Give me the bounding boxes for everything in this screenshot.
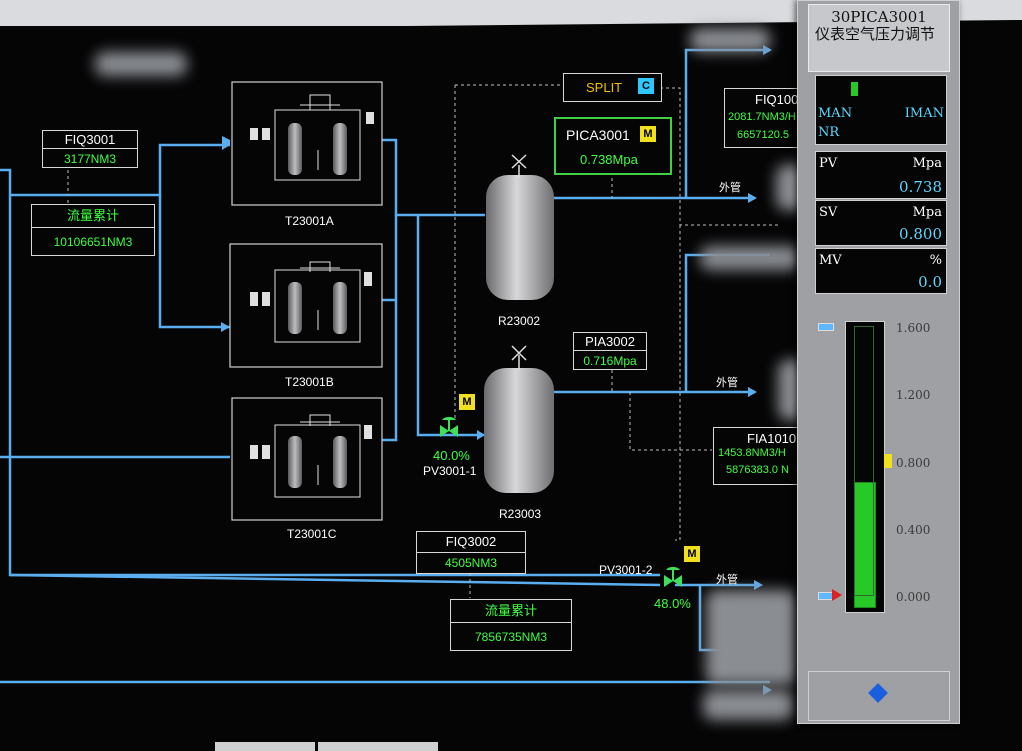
pv3001-2-output: 48.0% [654,596,691,611]
mode-iman[interactable]: IMAN [904,106,944,121]
faceplate-footer [808,671,950,721]
sv-unit: Mpa [912,205,942,220]
hi-limit-marker [818,323,834,331]
pipe-to-r23003 [416,215,485,437]
fiq100-total: 6657120.5 [737,129,789,141]
pipe-inlet-b [158,195,230,329]
vessel-r23002 [486,154,554,300]
fiq100-rate: 2081.7NM3/H [728,111,796,123]
r23002-label: R23002 [498,314,541,328]
train-box-b [229,243,383,368]
outlet-label-2: 外管 [716,377,738,389]
faceplate-mv-row[interactable]: MV % 0.0 [815,248,947,294]
pia3002-tag[interactable]: PIA3002 0.716Mpa [573,332,647,370]
sv-label: SV [819,205,838,220]
fiq3001-name: FIQ3001 [43,131,137,149]
valve-pv3001-1 [440,416,458,437]
pipe-outlet-a [382,138,485,217]
faceplate-tag: 30PICA3001 [831,8,927,26]
scale-1600: 1.600 [896,321,931,335]
fia-rate: 1453.8NM3/H [718,447,786,459]
pv3001-1-output: 40.0% [433,448,470,463]
fiq3002-value: 4505NM3 [444,556,498,570]
redacted-label [706,590,796,685]
redacted-label [690,28,770,52]
outlet-label-3: 外管 [716,574,738,586]
split-mode-badge: C [638,78,654,94]
train-a-internals [250,94,374,181]
train-a-tag: T23001A [285,214,334,228]
train-c-tag: T23001C [287,527,337,541]
train-c-internals [250,414,372,498]
fia-total: 5876383.0 N [726,464,789,476]
pica3001-tag[interactable]: PICA3001 M 0.738Mpa [554,117,672,175]
total2-name: 流量累计 [451,600,571,623]
faceplate-desc: 仪表空气压力调节 [815,25,936,43]
faceplate-mode-panel[interactable]: MAN IMAN NR [815,75,947,145]
r23003-label: R23003 [499,507,542,521]
diamond-icon[interactable] [868,683,888,703]
faceplate-pica3001[interactable]: 30PICA3001 仪表空气压力调节 MAN IMAN NR PV Mpa 0… [797,0,960,724]
mode-man[interactable]: MAN [818,106,853,121]
mv-unit: % [929,253,942,268]
fiq100-tag[interactable]: FIQ100 2081.7NM3/H 6657120.5 [724,88,809,148]
pipe-inlet-a [10,143,230,197]
pv3001-1-mode-badge[interactable]: M [459,394,475,410]
pica3001-value: 0.738Mpa [580,152,638,167]
valve-pv3001-2 [664,566,682,587]
pica3001-mode-badge: M [640,126,656,142]
faceplate-header: 30PICA3001 仪表空气压力调节 [808,4,950,72]
train-b-internals [250,261,372,343]
sp-pointer[interactable] [884,454,892,468]
train-b-tag: T23001B [285,375,334,389]
train-box-a [231,81,383,206]
fiq3002-name: FIQ3002 [417,532,525,553]
fia-name: FIA1010 [747,431,797,446]
pipe-main-bypass [0,168,660,577]
split-block[interactable]: SPLIT C [563,73,662,102]
pica3001-name: PICA3001 [566,127,630,143]
pv3001-1-tag: PV3001-1 [423,464,477,478]
fiq100-name: FIQ100 [755,92,799,107]
redacted-title [95,52,187,76]
fia-tag[interactable]: FIA1010 1453.8NM3/H 5876383.0 N [713,427,800,485]
total1-name: 流量累计 [32,205,154,228]
fiq3001-value: 3177NM3 [63,152,117,166]
fiq3002-tag[interactable]: FIQ3002 4505NM3 [416,531,526,574]
faceplate-pv-row: PV Mpa 0.738 [815,151,947,199]
outlet-label-1: 外管 [719,182,741,194]
pia3002-name: PIA3002 [574,333,646,351]
pv3001-2-tag: PV3001-2 [599,563,653,577]
pv-label: PV [819,156,838,171]
pv-value: 0.738 [899,178,942,196]
sv-value[interactable]: 0.800 [899,225,942,243]
redacted-label [703,690,793,720]
fiq3001-tag[interactable]: FIQ3001 3177NM3 [42,130,138,168]
mode-nr[interactable]: NR [818,125,840,140]
total1-box[interactable]: 流量累计 10106651NM3 [31,204,155,256]
train-box-c [231,397,383,521]
pia3002-value: 0.716Mpa [583,354,637,368]
scale-1200: 1.200 [896,388,931,402]
redacted-label [700,246,800,270]
pv3001-2-mode-badge[interactable]: M [684,546,700,562]
total2-box[interactable]: 流量累计 7856735NM3 [450,599,572,651]
scale-0400: 0.400 [896,523,931,537]
mode-indicator [851,82,858,96]
pv-bargraph [845,321,885,613]
vessel-r23003 [484,345,554,493]
pv-pointer [832,589,842,601]
scale-0000: 0.000 [896,590,931,604]
scale-0800: 0.800 [896,456,931,470]
pv-unit: Mpa [912,156,942,171]
mv-value[interactable]: 0.0 [918,273,942,291]
total2-value: 7856735NM3 [474,630,548,644]
split-label: SPLIT [586,80,623,95]
mv-label: MV [819,253,842,268]
faceplate-sv-row[interactable]: SV Mpa 0.800 [815,200,947,246]
total1-value: 10106651NM3 [53,235,133,249]
